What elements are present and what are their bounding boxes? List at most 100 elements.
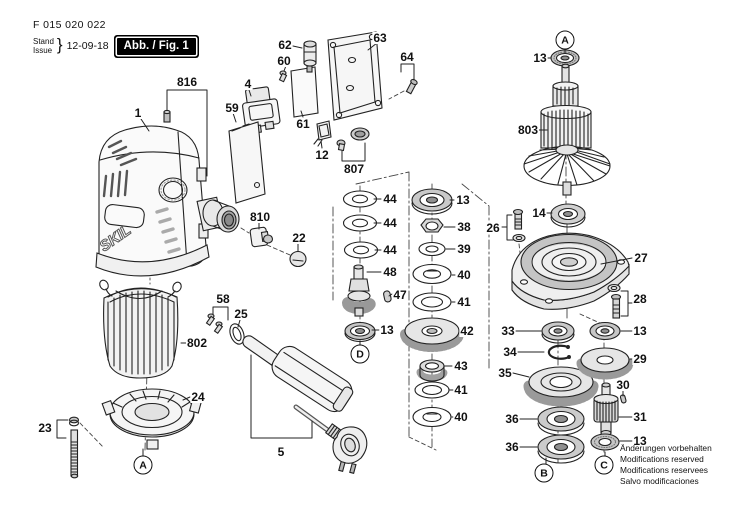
bearing-13-col2 [411,188,453,215]
screw-60 [278,70,288,83]
armature-803 [523,63,611,196]
part-ref-1: 1 [133,106,143,120]
part-ref-27: 27 [633,251,649,265]
notice-line-es: Salvo modificaciones [620,476,699,487]
part-ref-5: 5 [276,445,286,459]
washers-44 [342,190,379,259]
figure-badge: Abb. / Fig. 1 [116,37,196,55]
section-marker-b: B [534,463,554,483]
leader-lines [56,42,634,465]
bearing-13-c1 [589,321,621,341]
washer-41b [414,381,450,399]
part-ref-33: 33 [500,324,516,338]
screw-26 [512,208,526,243]
section-marker-a-top: A [555,30,575,50]
gasket-plate-61 [290,66,319,118]
nut-38 [420,218,444,233]
key-47 [383,290,392,303]
field-stator-802 [99,279,182,379]
part-ref-13a: 13 [532,51,548,65]
gear-35 [523,366,599,407]
part-ref-36a: 36 [504,412,520,426]
screws-58 [205,313,224,335]
part-ref-38: 38 [456,220,472,234]
part-ref-30: 30 [615,378,631,392]
bushing-43 [416,359,448,382]
housing-cover [327,31,383,121]
part-ref-29: 29 [632,352,648,366]
part-ref-60: 60 [276,54,292,68]
part-ref-13e: 13 [455,193,471,207]
part-ref-13b: 13 [632,324,648,338]
modification-notice: Änderungen vorbehalten Modifications res… [620,443,712,487]
part-ref-41a: 41 [456,295,472,309]
section-marker-d: D [350,344,370,364]
cord-set-5 [242,335,368,475]
part-ref-36b: 36 [504,440,520,454]
part-ref-26: 26 [485,221,501,235]
part-ref-34: 34 [502,345,518,359]
bearing-33 [541,321,575,344]
carbon-brush [303,40,317,73]
part-ref-807: 807 [342,162,366,176]
part-ref-22: 22 [291,231,307,245]
part-ref-47: 47 [392,288,408,302]
notice-line-de: Änderungen vorbehalten [620,443,712,453]
part-ref-28: 28 [632,292,648,306]
notice-line-fr: Modifications reservees [620,465,708,476]
screw-64 [405,78,418,95]
circlip-34 [547,344,571,360]
part-ref-40a: 40 [456,268,472,282]
part-ref-59: 59 [224,101,240,115]
part-ref-42: 42 [459,324,475,338]
cover-plate-59 [228,121,266,204]
part-ref-43: 43 [453,359,469,373]
part-ref-803: 803 [516,123,540,137]
part-ref-62: 62 [277,38,293,52]
part-ref-802: 802 [185,336,209,350]
part-ref-48: 48 [382,265,398,279]
switch [242,86,281,134]
clamp-bracket-12 [313,120,332,147]
button-and-seal-807 [336,127,370,152]
part-ref-58: 58 [215,292,231,306]
washer-39 [418,241,446,257]
part-ref-40b: 40 [453,410,469,424]
part-ref-64: 64 [399,50,415,64]
part-ref-816: 816 [175,75,199,89]
issue-date: 12-09-18 [66,40,109,53]
bearing-36a [537,406,585,436]
washer-40a [412,263,452,285]
bearing-36b [537,434,585,464]
part-ref-810: 810 [248,210,272,224]
grommet-25 [229,323,245,345]
part-ref-61: 61 [295,117,311,131]
screw-28 [607,283,622,319]
gear-29 [576,347,634,380]
pinion-31 [593,382,619,437]
bearing-14 [550,203,586,228]
section-marker-c: C [594,455,614,475]
part-ref-31: 31 [632,410,648,424]
cap-22 [289,250,307,268]
gear-42 [400,317,464,352]
part-ref-13c: 13 [632,434,648,448]
washer-40b [412,406,452,428]
washer-41a [412,292,452,312]
motor-housing: SKIL [95,109,240,277]
part-ref-24: 24 [190,390,206,404]
part-ref-25: 25 [233,307,249,321]
part-ref-44b: 44 [382,216,398,230]
part-ref-12: 12 [314,148,330,162]
notice-line-en: Modifications reserved [620,454,704,465]
document-number: F 015 020 022 [33,19,106,31]
bearing-13-d [344,321,376,343]
stand-label: Stand [33,37,54,46]
part-ref-44a: 44 [382,192,398,206]
part-ref-35: 35 [497,366,513,380]
part-ref-4: 4 [243,77,253,91]
part-ref-14: 14 [531,206,547,220]
part-ref-63: 63 [372,31,388,45]
